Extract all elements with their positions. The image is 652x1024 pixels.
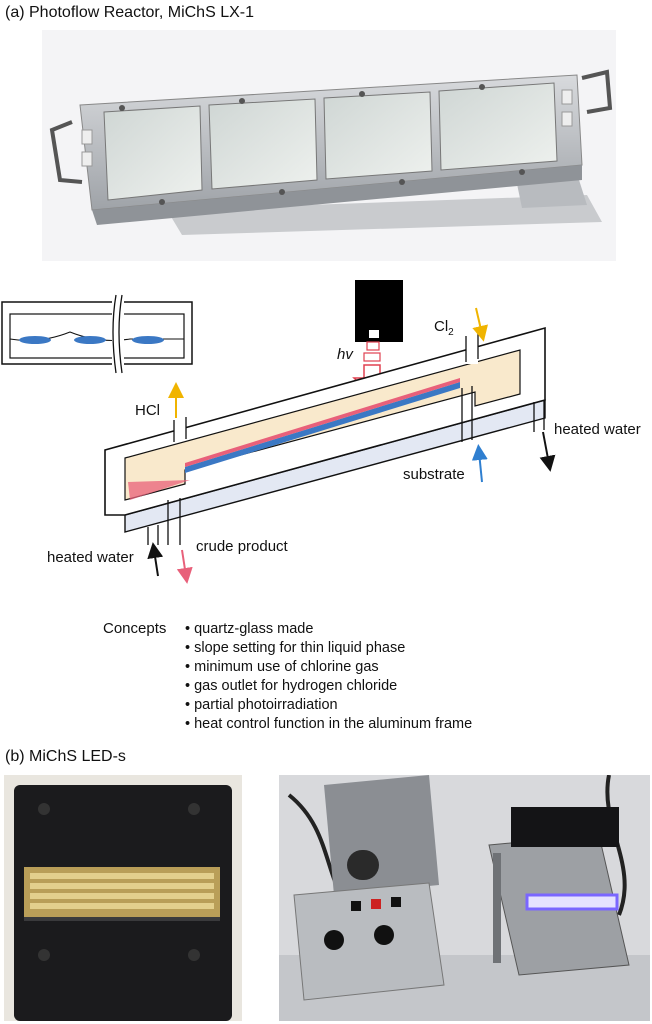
photoflow-reactor-photo bbox=[42, 30, 616, 261]
led-module-photo bbox=[4, 775, 242, 1021]
led-setup-photo bbox=[279, 775, 650, 1021]
heated-water-left-label: heated water bbox=[47, 549, 134, 566]
concept-item: heat control function in the aluminum fr… bbox=[185, 715, 472, 734]
heated-water-right-label: heated water bbox=[554, 421, 641, 438]
substrate-arrow-icon bbox=[471, 444, 488, 483]
concept-item: quartz-glass made bbox=[185, 620, 472, 639]
substrate-label: substrate bbox=[403, 466, 465, 483]
concept-item: partial photoirradiation bbox=[185, 696, 472, 715]
concepts-heading: Concepts bbox=[103, 620, 167, 637]
concept-item: slope setting for thin liquid phase bbox=[185, 639, 472, 658]
cross-section-inset bbox=[1, 294, 193, 374]
hcl-label: HCl bbox=[135, 402, 160, 419]
hv-label: hv bbox=[337, 346, 353, 363]
concept-item: gas outlet for hydrogen chloride bbox=[185, 677, 472, 696]
water-out-arrow-icon bbox=[539, 431, 556, 472]
product-arrow-icon bbox=[176, 549, 193, 584]
crude-product-label: crude product bbox=[196, 538, 288, 555]
water-in-arrow-icon bbox=[147, 542, 164, 577]
concept-item: minimum use of chlorine gas bbox=[185, 658, 472, 677]
reactor-schematic: hv Cl2 HCl heated water substrate crude … bbox=[0, 270, 652, 600]
reactor-body bbox=[104, 326, 546, 545]
chlorine-arrow-icon bbox=[472, 307, 488, 342]
panel-a-title: (a) Photoflow Reactor, MiChS LX-1 bbox=[5, 4, 254, 21]
panel-b-title: (b) MiChS LED-s bbox=[5, 748, 126, 765]
chlorine-label: Cl2 bbox=[434, 318, 454, 338]
concepts-list: quartz-glass made slope setting for thin… bbox=[185, 620, 472, 734]
